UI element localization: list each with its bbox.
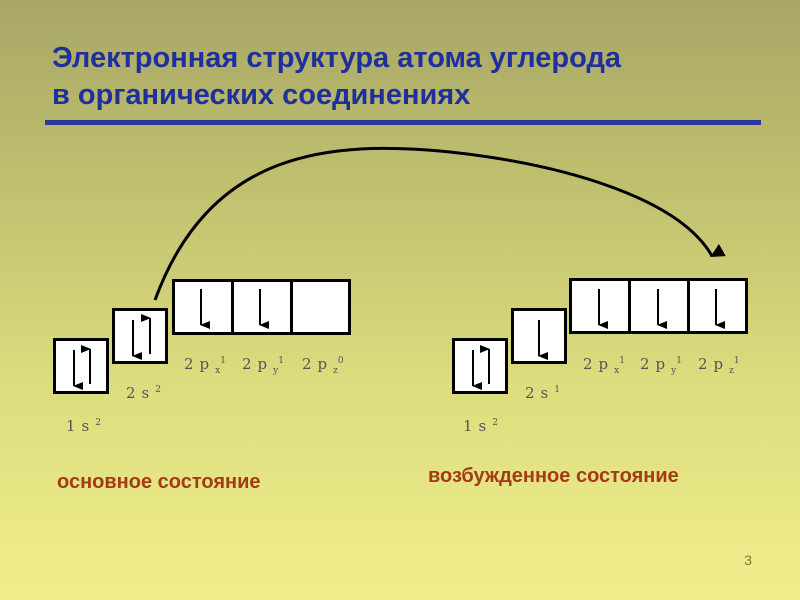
electron-count: 1 bbox=[220, 356, 226, 366]
electron-count: 1 bbox=[278, 356, 284, 366]
orbital-name: 2s bbox=[126, 384, 156, 402]
electron-count: 2 bbox=[155, 385, 161, 395]
ground-state-label: основное состояние bbox=[57, 471, 261, 493]
orbital-axis: z bbox=[729, 366, 734, 376]
orbital-name: 2p bbox=[242, 355, 274, 373]
orbital-name: 2p bbox=[184, 355, 216, 373]
electron-count: 1 bbox=[733, 356, 740, 366]
orbital-name: 2p bbox=[302, 355, 334, 373]
orbital-name: 2p bbox=[698, 355, 730, 373]
excited-1s-electrons bbox=[472, 345, 490, 390]
electron-count: 1 bbox=[676, 356, 682, 366]
orbital-name: 2p bbox=[640, 355, 672, 373]
electron-count: 1 bbox=[619, 356, 625, 366]
electron-count: 2 bbox=[492, 418, 498, 428]
excited-state-label: возбужденное состояние bbox=[428, 465, 679, 487]
ground-1s-electrons bbox=[73, 345, 91, 390]
electron-count: 1 bbox=[554, 385, 560, 395]
excited-1s-label: 1s2 bbox=[463, 417, 498, 435]
orbital-name: 1s bbox=[66, 417, 96, 435]
excited-2pz-label: 2pz1 bbox=[698, 355, 740, 376]
orbital-name: 2s bbox=[525, 384, 555, 402]
electron-count: 0 bbox=[337, 356, 344, 366]
promotion-arc-arrow bbox=[153, 146, 726, 301]
ground-2px-label: 2px1 bbox=[184, 355, 226, 376]
electron-count: 2 bbox=[95, 418, 101, 428]
ground-2pz-label: 2pz0 bbox=[302, 355, 344, 376]
ground-2s-label: 2s2 bbox=[126, 384, 161, 402]
orbital-axis: z bbox=[333, 366, 338, 376]
page-number: 3 bbox=[744, 552, 752, 568]
orbital-axis: x bbox=[614, 366, 620, 376]
excited-2px-label: 2px1 bbox=[583, 355, 625, 376]
slide-title: Электронная структура атома углерода в о… bbox=[52, 40, 772, 114]
orbital-axis: y bbox=[273, 366, 279, 376]
orbital-axis: y bbox=[671, 366, 677, 376]
excited-2py-label: 2py1 bbox=[640, 355, 682, 376]
ground-2s-electrons bbox=[132, 314, 151, 360]
ground-2pz-cell bbox=[290, 279, 351, 335]
orbital-name: 2p bbox=[583, 355, 615, 373]
orbital-name: 1s bbox=[463, 417, 493, 435]
ground-1s-label: 1s2 bbox=[66, 417, 101, 435]
title-underline bbox=[45, 120, 761, 125]
title-line-2: в органических соединениях bbox=[52, 79, 471, 111]
ground-2py-label: 2py1 bbox=[242, 355, 284, 376]
excited-2pz-cell bbox=[687, 278, 748, 334]
orbital-axis: x bbox=[215, 366, 221, 376]
excited-2s-label: 2s1 bbox=[525, 384, 560, 402]
title-line-1: Электронная структура атома углерода bbox=[52, 42, 622, 74]
